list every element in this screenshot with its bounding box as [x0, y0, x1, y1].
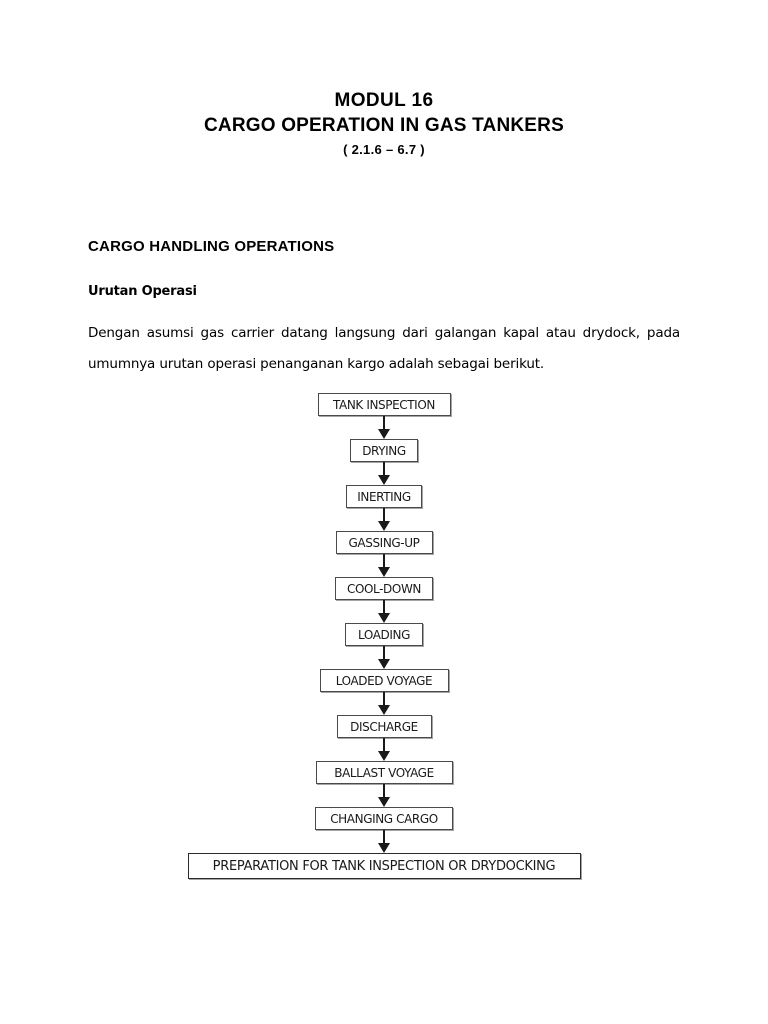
flow-arrow	[377, 416, 391, 439]
flow-arrow	[377, 508, 391, 531]
flow-node-label: DISCHARGE	[350, 719, 418, 734]
section-heading: CARGO HANDLING OPERATIONS	[88, 238, 335, 255]
flow-node: CHANGING CARGO	[315, 807, 453, 830]
flow-node-label: DRYING	[362, 443, 406, 458]
flow-arrow	[377, 830, 391, 853]
flow-node-label: BALLAST VOYAGE	[334, 765, 434, 780]
flow-node: BALLAST VOYAGE	[315, 761, 453, 784]
flow-node-label: INERTING	[357, 489, 411, 504]
flow-node: DISCHARGE	[336, 715, 432, 738]
flow-node: INERTING	[346, 485, 422, 508]
flow-node: LOADING	[345, 623, 423, 646]
document-title-reference: ( 2.1.6 – 6.7 )	[343, 142, 425, 157]
flow-arrow	[377, 784, 391, 807]
title-block: MODUL 16 CARGO OPERATION IN GAS TANKERS …	[0, 88, 768, 161]
flow-node: COOL-DOWN	[335, 577, 433, 600]
flow-node: DRYING	[350, 439, 418, 462]
sub-heading: Urutan Operasi	[88, 284, 197, 299]
flow-node: TANK INSPECTION	[317, 393, 451, 416]
flow-arrow	[377, 692, 391, 715]
flow-node: GASSING-UP	[335, 531, 433, 554]
body-paragraph-text: Dengan asumsi gas carrier datang langsun…	[88, 325, 680, 372]
flow-node-label: COOL-DOWN	[346, 581, 421, 596]
document-title-main: MODUL 16	[334, 90, 434, 111]
flow-node-label: TANK INSPECTION	[333, 397, 435, 412]
flow-node-label: LOADED VOYAGE	[335, 673, 433, 688]
flow-arrow	[377, 554, 391, 577]
flow-arrow	[377, 646, 391, 669]
flow-node: LOADED VOYAGE	[319, 669, 449, 692]
flow-node-label: PREPARATION FOR TANK INSPECTION OR DRYDO…	[212, 858, 556, 874]
flow-arrow	[377, 462, 391, 485]
cargo-operation-flowchart: TANK INSPECTION DRYING INERTING GASSING-UP C…	[0, 393, 768, 879]
flow-node: PREPARATION FOR TANK INSPECTION OR DRYDO…	[187, 853, 581, 879]
flow-arrow	[377, 600, 391, 623]
flow-node-label: CHANGING CARGO	[330, 811, 438, 826]
flow-node-label: LOADING	[358, 627, 410, 642]
flow-node-label: GASSING-UP	[348, 535, 420, 550]
body-paragraph: Dengan asumsi gas carrier datang langsun…	[88, 318, 680, 380]
document-title-sub: CARGO OPERATION IN GAS TANKERS	[204, 115, 564, 136]
flow-arrow	[377, 738, 391, 761]
